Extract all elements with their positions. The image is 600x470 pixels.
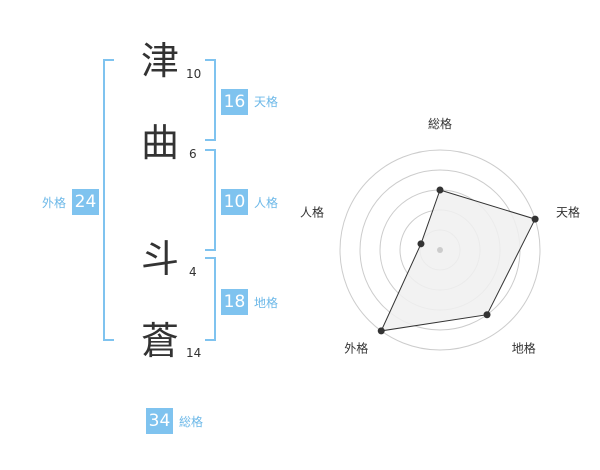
name-char-4: 蒼 <box>140 319 179 363</box>
tenkaku-bracket <box>205 59 216 141</box>
gaikaku-bracket <box>103 59 114 341</box>
radar-axis-label-1: 総格 <box>428 116 452 131</box>
radar-center <box>437 247 443 253</box>
jinkaku-value: 10 <box>221 189 248 215</box>
gaikaku-value: 24 <box>72 189 99 215</box>
name-char-3: 斗 <box>140 237 179 281</box>
gaikaku-label: 外格 <box>42 196 67 210</box>
name-char-2: 曲 <box>140 121 179 165</box>
tenkaku-label: 天格 <box>254 95 279 109</box>
radar-point-2 <box>531 215 539 223</box>
stroke-count-3: 4 <box>189 265 197 279</box>
stroke-count-2: 6 <box>189 147 197 161</box>
radar-point-3 <box>483 311 491 319</box>
radar-point-1 <box>436 186 444 194</box>
chikaku-bracket <box>205 257 216 341</box>
stroke-count-1: 10 <box>186 67 202 81</box>
radar-axis-label-2: 天格 <box>556 204 580 219</box>
tenkaku-value: 16 <box>221 89 248 115</box>
radar-axis-label-4: 外格 <box>344 341 368 356</box>
radar-point-4 <box>377 327 385 335</box>
jinkaku-bracket <box>205 149 216 251</box>
radar-axis-label-5: 人格 <box>300 204 324 219</box>
jinkaku-label: 人格 <box>254 196 279 210</box>
chikaku-label: 地格 <box>254 296 279 310</box>
radar-ring-5 <box>339 149 541 351</box>
radar-area <box>380 189 536 332</box>
chikaku-value: 18 <box>221 289 248 315</box>
soukaku-value: 34 <box>146 408 173 434</box>
stroke-count-4: 14 <box>186 346 202 360</box>
radar-point-5 <box>417 240 425 248</box>
name-char-1: 津 <box>140 39 179 83</box>
soukaku-label: 総格 <box>179 415 204 429</box>
radar-axis-label-3: 地格 <box>512 341 536 356</box>
